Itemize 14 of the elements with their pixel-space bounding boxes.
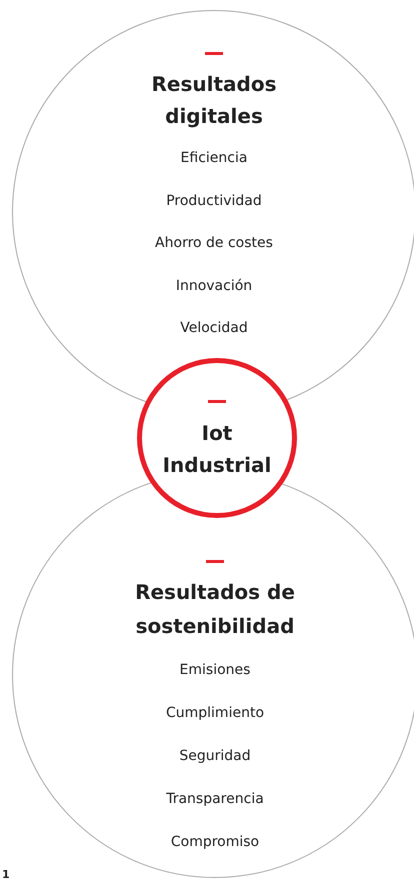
- list-item: Productividad: [165, 192, 263, 210]
- list-item: Innovación: [174, 276, 254, 296]
- figure-number: 1: [2, 868, 10, 881]
- heading: Resultados digitales: [150, 71, 278, 130]
- list-item: Eficiencia: [180, 149, 248, 168]
- list-item: Seguridad: [178, 747, 252, 766]
- list-item: Cumplimiento: [164, 704, 266, 723]
- list-item: Velocidad: [179, 319, 249, 338]
- list-item: Ahorro de costes: [154, 234, 274, 253]
- list-item: Compromiso: [170, 833, 260, 852]
- heading: Iot Industrial: [162, 420, 272, 479]
- heading: Resultados de sostenibilidad: [134, 579, 296, 640]
- list-item: Emisiones: [178, 661, 252, 680]
- list-item: Transparencia: [165, 790, 265, 809]
